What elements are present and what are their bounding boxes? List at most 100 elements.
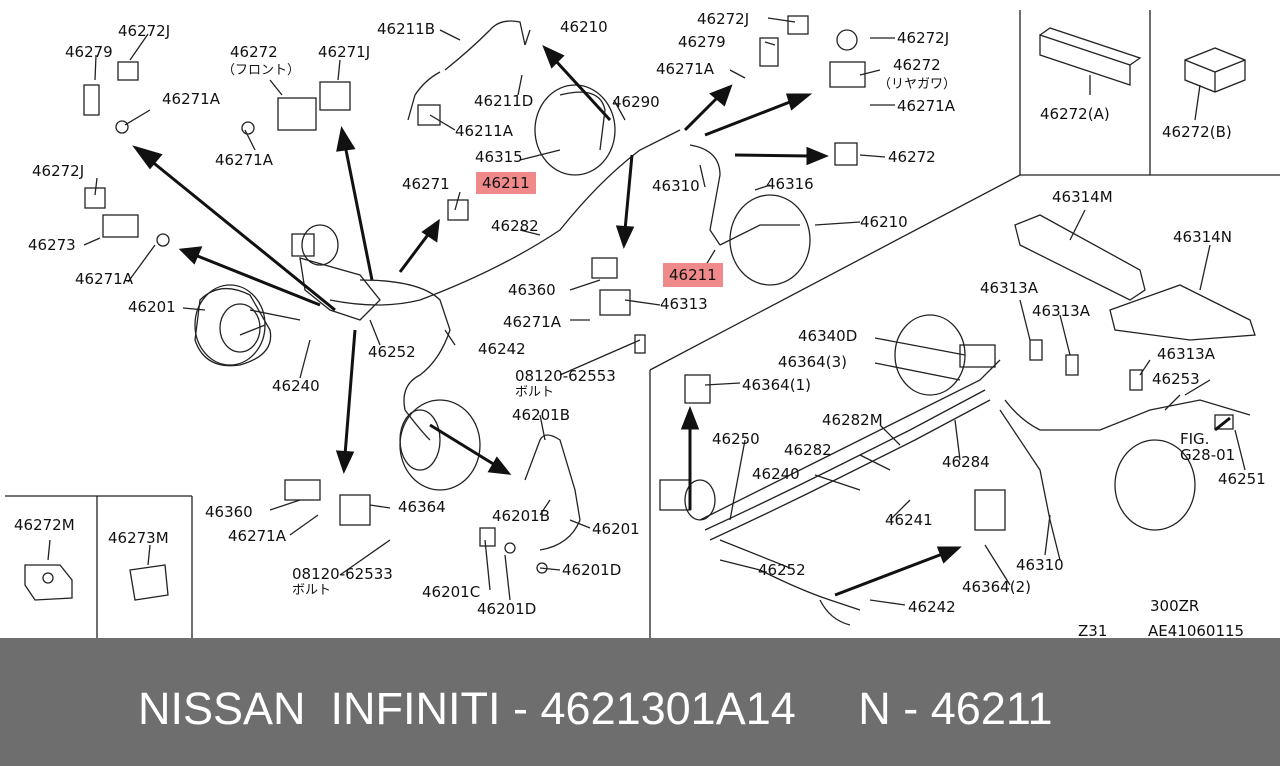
label-46310: 46310 [652,177,700,195]
label-46271a: 46271A [162,90,220,108]
label-46201d: 46201D [477,600,537,618]
label-front-note: （フロント） [222,63,301,78]
rear-left-drum [399,399,481,491]
top-centre-drum [534,84,616,176]
label-46271a: 46271A [228,527,286,545]
pipe-46282 [329,129,681,306]
clip-46272m [24,564,73,601]
label-bolt-08120-62533: 08120-62533 [292,565,393,583]
label-46313a: 46313A [1157,345,1215,363]
label-46201c: 46201C [422,583,481,601]
label-46271a: 46271A [75,270,133,288]
highlighted-label-46211: 46211 [476,172,536,194]
label-46272-front: 46272 [230,43,278,61]
label-46360: 46360 [205,503,253,521]
label-46240: 46240 [272,377,320,395]
leader-lines [47,17,1246,606]
label-rear-note: （リヤガワ） [878,77,957,92]
hose-46210-top [444,20,526,71]
label-46201b: 46201B [492,507,551,525]
master-cylinder [291,224,381,321]
label-46272b-box: 46272(B) [1162,123,1232,141]
label-46272j: 46272J [32,162,85,180]
label-46253: 46253 [1152,370,1200,388]
part-46272b [1184,47,1246,93]
label-46211d: 46211D [474,92,534,110]
label-46250: 46250 [712,430,760,448]
label-46314n: 46314N [1173,228,1232,246]
label-46313a: 46313A [980,279,1038,297]
label-46210: 46210 [860,213,908,231]
label-46272-rear: 46272 [893,56,941,74]
hose-46201b [524,434,581,551]
label-46252: 46252 [368,343,416,361]
label-46201d: 46201D [562,561,622,579]
label-46271a: 46271A [503,313,561,331]
label-fig-ref: FIG. [1180,430,1210,448]
label-46271j: 46271J [318,43,371,61]
right-drum [689,144,811,286]
part-46272a [1039,27,1142,86]
label-46211b: 46211B [377,20,436,38]
label-46201: 46201 [128,298,176,316]
frame-46314 [1014,214,1256,341]
label-46273: 46273 [28,236,76,254]
label-46272j: 46272J [118,22,171,40]
label-46315: 46315 [475,148,523,166]
label-46201b: 46201B [512,406,571,424]
diagram-drawing [5,10,1280,638]
label-46313a: 46313A [1032,302,1090,320]
label-46240: 46240 [752,465,800,483]
label-46316: 46316 [766,175,814,193]
label-code-ae: AE41060115 [1148,622,1245,640]
left-front-disc [194,284,301,367]
flow-arrows [132,45,1231,597]
label-46272j: 46272J [697,10,750,28]
brake-piping-diagram: 46272J 46279 46272 （フロント） 46271J 46271A … [5,10,1280,640]
label-model: 300ZR [1150,597,1200,615]
footer-bar: NISSAN INFINITI - 4621301A14 N - 46211 [0,638,1280,766]
pipe-46242 [359,279,451,411]
label-bolt-note: ボルト [292,583,332,598]
label-46282: 46282 [784,441,832,459]
label-46364-3: 46364(3) [778,353,847,371]
label-46282: 46282 [491,217,539,235]
label-bolt-08120-62553: 08120-62553 [515,367,616,385]
divider-line [649,174,1021,371]
label-46271a: 46271A [656,60,714,78]
label-46272m-box: 46272M [14,516,75,534]
clip-46273m [129,564,169,601]
label-46272j: 46272J [897,29,950,47]
label-46364-2: 46364(2) [962,578,1031,596]
label-46364-1: 46364(1) [742,376,811,394]
label-46271a: 46271A [215,151,273,169]
highlighted-label-46211: 46211 [663,263,723,287]
label-46279: 46279 [678,33,726,51]
label-46242: 46242 [908,598,956,616]
label-46210: 46210 [560,18,608,36]
label-46284: 46284 [942,453,990,471]
label-46364: 46364 [398,498,446,516]
label-fig-ref-code: G28-01 [1180,446,1236,464]
label-46282m: 46282M [822,411,883,429]
label-46201: 46201 [592,520,640,538]
label-46272: 46272 [888,148,936,166]
label-46290: 46290 [612,93,660,111]
label-46251: 46251 [1218,470,1266,488]
label-46313: 46313 [660,295,708,313]
label-46252: 46252 [758,561,806,579]
label-46211a: 46211A [455,122,513,140]
label-46279: 46279 [65,43,113,61]
label-46340d: 46340D [798,327,858,345]
label-bolt-note: ボルト [515,385,555,400]
chassis-lower-right [659,314,1251,626]
label-46272a-box: 46272(A) [1040,105,1110,123]
part-number-caption: NISSAN INFINITI - 4621301A14 N - 46211 [138,683,1053,734]
small-parts [83,15,1234,574]
label-46242: 46242 [478,340,526,358]
label-46271: 46271 [402,175,450,193]
label-46271a: 46271A [897,97,955,115]
label-46241: 46241 [885,511,933,529]
label-46360: 46360 [508,281,556,299]
label-code-z31: Z31 [1078,622,1108,640]
